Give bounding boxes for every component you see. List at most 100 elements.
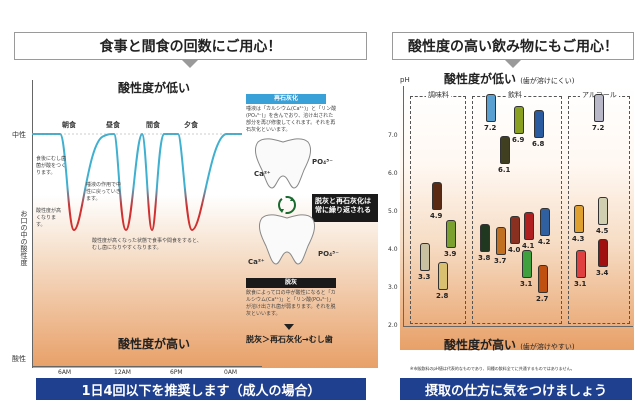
demin-text: 飲食によって口の中が酸性になると「カルシウム(Ca²⁺)」と「リン酸(PO₄³⁻… [246,290,336,317]
x-tick-0am: 0AM [224,369,238,376]
right-footer-text: 摂取の仕方に気をつけましょう [424,383,607,399]
group-seasoning [410,96,466,324]
cycle-box: 脱灰と再石灰化は常に繰り返される [312,194,378,222]
beverage-ph-value: 3.1 [574,280,587,289]
left-acid-low: 酸性度が低い [118,81,191,95]
beverage-ph-value: 7.2 [484,124,497,133]
y-label-acid: 酸性 [12,355,26,363]
tooth-upper-icon [255,138,311,189]
x-tick-12am: 12AM [114,369,131,376]
ph-tick-2: 2.0 [388,322,398,329]
right-acid-high: 酸性度が高い (歯が溶けやすい) [444,336,575,353]
note-3: 酸性度が高くなります。 [36,208,62,228]
left-title-text: 食事と間食の回数にご用心！ [99,39,282,55]
demin-title: 脱灰 [246,278,336,288]
beverage-ph-value: 6.8 [532,139,545,148]
note-2: 唾液の作用で中性に戻っていきます。 [86,182,122,202]
right-title-text: 酸性度の高い飲み物にもご用心！ [408,39,618,55]
y-axis [32,80,33,368]
beverage-bottle [574,204,584,233]
remin-text: 唾液は「カルシウム(Ca²⁺)」と「リン酸(PO₄³⁻)」を含んでおり、溶け出さ… [246,106,337,133]
beverage-bottle [522,250,532,279]
beverage-bottle [486,94,496,123]
beverage-bottle [576,250,586,279]
beverage-ph-value: 6.9 [512,135,525,144]
left-chart-area [32,80,378,368]
beverage-ph-value: 3.8 [478,253,491,262]
ph-tick-5: 5.0 [388,208,398,215]
x-tick-6am: 6AM [58,369,72,376]
right-acid-high-text: 酸性度が高い [444,338,517,352]
beverage-ph-value: 2.8 [436,291,449,300]
footnote: ※市販飲料のpH値は代表的なものであり、同種の飲料全てに共通するものではありませ… [410,366,575,371]
meal-snack: 間食 [146,121,160,129]
ph-tick-4: 4.0 [388,246,398,253]
beverage-bottle [534,109,544,138]
left-acid-high: 酸性度が高い [118,337,191,351]
left-title-pointer [182,60,198,68]
beverage-ph-value: 4.2 [538,238,551,247]
ph-tick-6: 6.0 [388,170,398,177]
beverage-ph-value: 3.1 [520,280,533,289]
beverage-bottle [540,208,550,237]
beverage-bottle [480,223,490,252]
beverage-bottle [446,219,456,248]
tooth-lower-icon [259,214,315,265]
beverage-bottle [438,261,448,290]
beverage-bottle [538,265,548,294]
beverage-ph-value: 4.1 [522,242,535,251]
right-acid-low: 酸性度が低い (歯が溶けにくい) [444,70,575,87]
note-4: 酸性度が高くなった状態で食事や間食をすると、むし歯になりやすくなります。 [92,238,202,251]
right-acid-low-note: (歯が溶けにくい) [520,77,575,85]
ca-label-upper: Ca²⁺ [254,170,271,178]
acidity-curve [32,132,242,232]
beverage-bottle [598,238,608,267]
beverage-bottle [432,181,442,210]
right-acid-high-note: (歯が溶けやすい) [520,343,575,351]
po-label-upper: PO₄³⁻ [312,158,333,166]
beverage-ph-value: 4.9 [430,211,443,220]
left-title: 食事と間食の回数にご用心！ [14,32,367,60]
cycle-arrows-icon [278,196,296,214]
ph-baseline [403,326,633,327]
left-footer: 1日4回以下を推奨します（成人の場合） [36,378,366,400]
y-label-neutral: 中性 [12,131,26,139]
beverage-bottle [524,212,534,241]
left-footer-text: 1日4回以下を推奨します（成人の場合） [81,383,321,399]
right-title: 酸性度の高い飲み物にもご用心！ [392,32,634,60]
x-tick-6pm: 6PM [170,369,183,376]
beverage-bottle [500,136,510,165]
right-footer: 摂取の仕方に気をつけましょう [400,378,632,400]
note-1: 食後にむし歯菌が酸をつくります。 [36,156,67,176]
ph-axis [403,86,404,326]
meal-dinner: 夕食 [184,121,198,129]
po-label-lower: PO₄³⁻ [318,250,339,258]
remin-title: 再石灰化 [246,94,326,104]
right-acid-low-text: 酸性度が低い [444,72,517,86]
formula: 脱灰＞再石灰化→むし歯 [246,335,333,344]
meal-lunch: 昼食 [106,121,120,129]
beverage-ph-value: 4.3 [572,234,585,243]
y-label-mouth: お口の中の酸性度 [20,210,28,266]
beverage-bottle [496,227,506,256]
beverage-ph-value: 4.5 [596,227,609,235]
group-seasoning-label: 調味料 [426,90,451,100]
beverage-bottle [510,216,520,244]
beverage-bottle [420,242,430,271]
ph-tick-7: 7.0 [388,132,398,139]
beverage-ph-value: 3.3 [418,272,431,281]
beverage-bottle [598,197,608,225]
beverage-ph-value: 3.4 [596,268,609,277]
beverage-bottle [594,94,604,123]
beverage-bottle [514,105,524,134]
group-drinks-label: 飲料 [506,90,524,100]
ph-label: pH [400,76,410,84]
ca-label-lower: Ca²⁺ [248,258,265,266]
meal-breakfast: 朝食 [62,121,76,129]
beverage-ph-value: 2.7 [536,295,549,304]
beverage-ph-value: 7.2 [592,124,605,133]
right-title-pointer [505,60,521,68]
x-axis [32,366,262,367]
beverage-ph-value: 3.9 [444,249,457,258]
ph-tick-3: 3.0 [388,284,398,291]
